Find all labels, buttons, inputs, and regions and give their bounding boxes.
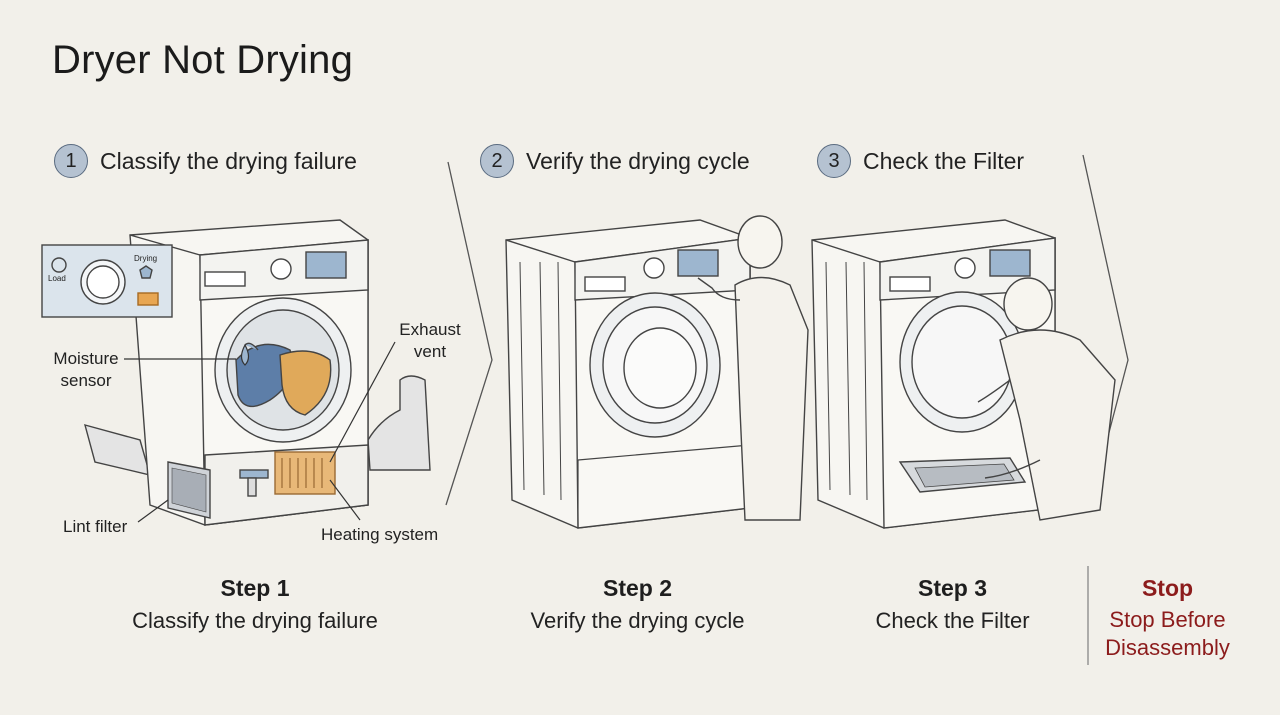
step-2-caption: Step 2 Verify the drying cycle	[505, 575, 770, 634]
moisture-drop-icon	[240, 343, 250, 366]
exhaust-vent-label: Exhaust vent	[393, 319, 467, 363]
panel-drying-label: Drying	[134, 254, 158, 263]
lint-duct	[84, 424, 152, 476]
stop-caption-desc: Stop Before Disassembly	[1095, 606, 1240, 662]
panel-load-label: Load	[48, 274, 66, 283]
step-1-caption: Step 1 Classify the drying failure	[110, 575, 400, 634]
exhaust-vent-label-line1: Exhaust	[399, 320, 461, 339]
step-3-caption-title: Step 3	[917, 575, 988, 601]
step-1-header: 1 Classify the drying failure	[54, 143, 357, 179]
moisture-sensor-label-line2: sensor	[60, 371, 112, 390]
step-1-caption-title: Step 1	[220, 575, 290, 601]
stop-caption-line2: Disassembly	[1105, 635, 1230, 660]
step-3-caption-desc: Check the Filter	[875, 608, 1030, 633]
person-illustration-2	[697, 215, 809, 521]
heater-illustration	[274, 451, 336, 495]
lint-filter-label: Lint filter	[63, 517, 128, 536]
divider-chevron-1	[445, 161, 493, 506]
dryer-illustration-2	[505, 219, 751, 529]
person-illustration-3	[977, 277, 1116, 521]
exhaust-vent-label-line2: vent	[413, 342, 447, 361]
control-panel-inset	[41, 244, 173, 318]
step-3-caption: Step 3 Check the Filter	[850, 575, 1055, 634]
step-1-caption-desc: Classify the drying failure	[132, 608, 378, 633]
step-1-heading: Classify the drying failure	[100, 147, 357, 174]
step-2-caption-title: Step 2	[602, 575, 673, 601]
step-2-badge: 2	[480, 144, 514, 178]
stop-caption: Stop Stop Before Disassembly	[1095, 575, 1240, 662]
page-title: Dryer Not Drying	[52, 38, 354, 82]
moisture-sensor-label: Moisture sensor	[48, 348, 124, 392]
step-2-heading: Verify the drying cycle	[526, 147, 750, 174]
dryer-illustration-3	[811, 219, 1056, 529]
step-3-heading: Check the Filter	[863, 147, 1025, 174]
exhaust-duct	[367, 375, 431, 471]
step-3-header: 3 Check the Filter	[817, 143, 1024, 179]
heating-system-label: Heating system	[321, 525, 439, 544]
dryer-cutaway-illustration	[84, 219, 431, 526]
step-2-caption-desc: Verify the drying cycle	[530, 608, 745, 633]
clothes-orange	[279, 350, 332, 416]
step-2-header: 2 Verify the drying cycle	[480, 143, 750, 179]
moisture-sensor-label-line1: Moisture	[53, 349, 119, 368]
step-1-badge: 1	[54, 144, 88, 178]
stop-caption-line1: Stop Before	[1109, 607, 1226, 632]
step-3-badge: 3	[817, 144, 851, 178]
stop-caption-title: Stop	[1141, 575, 1194, 601]
